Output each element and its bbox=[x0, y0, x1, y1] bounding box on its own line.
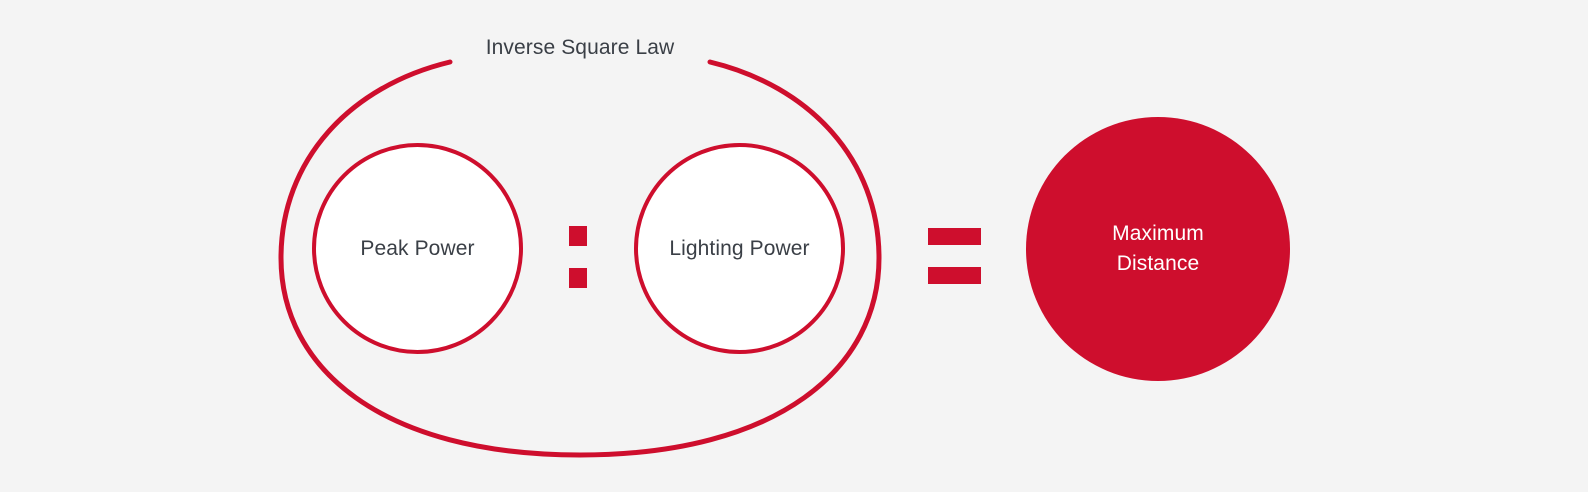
term-maximum-distance-label: Maximum Distance bbox=[1112, 222, 1204, 275]
term-maximum-distance: Maximum Distance bbox=[1026, 117, 1290, 381]
diagram-title: Inverse Square Law bbox=[485, 36, 675, 59]
ratio-dot-bottom bbox=[569, 268, 587, 288]
term-peak-power: Peak Power bbox=[312, 143, 523, 354]
ratio-operator-icon bbox=[569, 226, 587, 288]
equals-operator-icon bbox=[928, 228, 981, 284]
term-peak-power-label: Peak Power bbox=[360, 237, 475, 260]
equals-bar-top bbox=[928, 228, 981, 245]
equals-bar-bottom bbox=[928, 267, 981, 284]
term-lighting-power: Lighting Power bbox=[634, 143, 845, 354]
term-lighting-power-label: Lighting Power bbox=[669, 237, 810, 260]
ratio-dot-top bbox=[569, 226, 587, 246]
